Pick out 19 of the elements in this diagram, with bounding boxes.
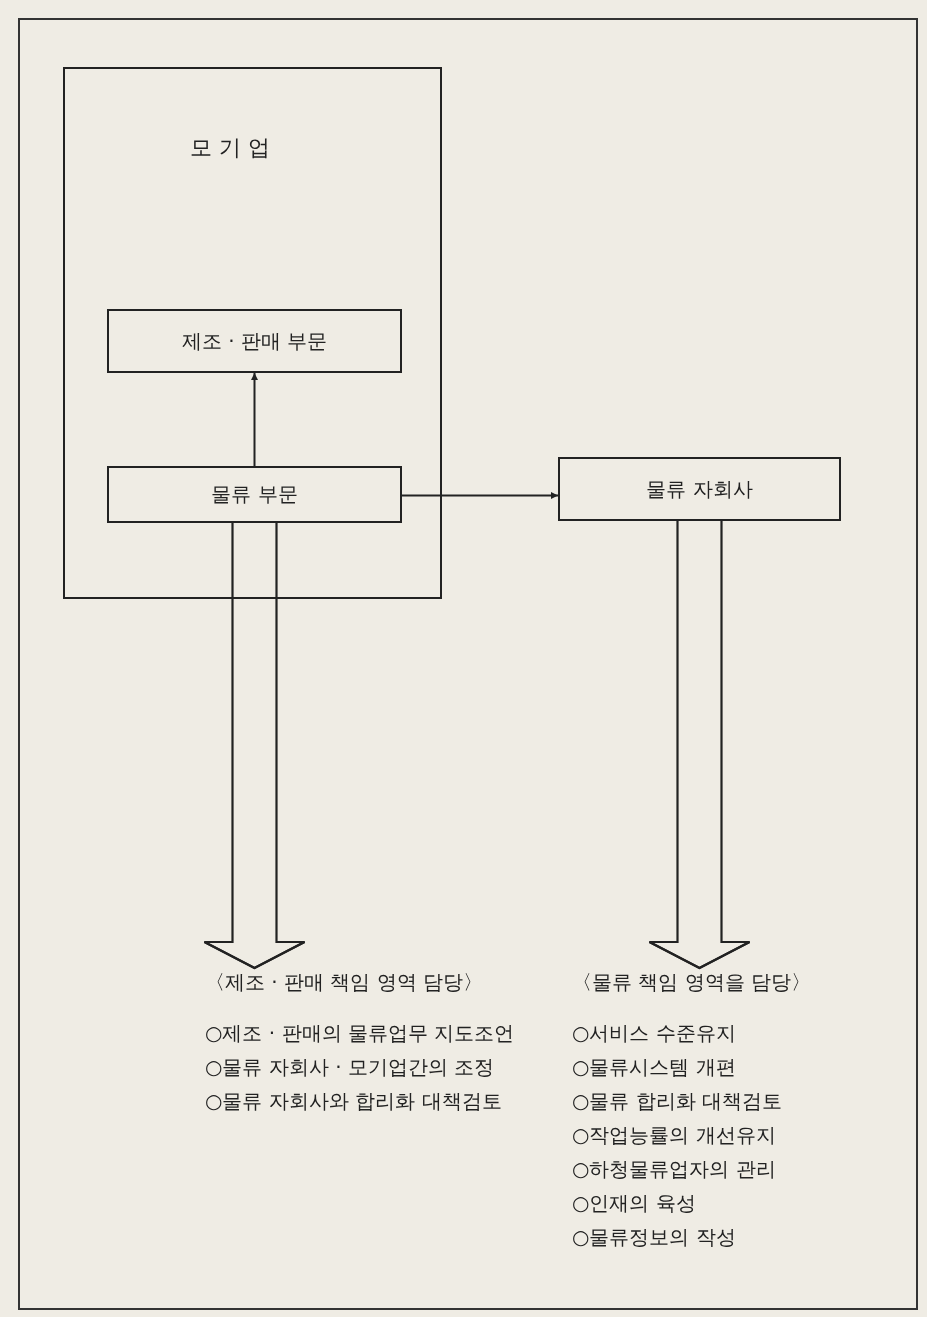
- process-box: 제조 · 판매 부문: [107, 309, 402, 373]
- list-item: ○제조 · 판매의 물류업무 지도조언: [205, 1020, 515, 1047]
- list-item: ○하청물류업자의 관리: [572, 1156, 776, 1183]
- section-heading: 〈제조 · 판매 책임 영역 담당〉: [205, 972, 484, 992]
- company-box: [63, 67, 442, 599]
- list-item: ○물류 자회사 · 모기업간의 조정: [205, 1054, 495, 1081]
- list-item: ○물류 자회사와 합리화 대책검토: [205, 1088, 502, 1115]
- process-box: 물류 부문: [107, 466, 402, 523]
- arrow: [401, 492, 559, 499]
- list-item: ○물류시스템 개편: [572, 1054, 736, 1081]
- list-item: ○인재의 육성: [572, 1190, 696, 1217]
- list-item: ○물류 합리화 대책검토: [572, 1088, 783, 1115]
- arrow: [251, 372, 258, 467]
- process-box: 물류 자회사: [558, 457, 841, 521]
- section-heading: 〈물류 책임 영역을 담당〉: [572, 972, 812, 992]
- list-item: ○작업능률의 개선유지: [572, 1122, 776, 1149]
- list-item: ○서비스 수준유지: [572, 1020, 736, 1047]
- box-title: 모 기 업: [190, 134, 270, 162]
- list-item: ○물류정보의 작성: [572, 1224, 736, 1251]
